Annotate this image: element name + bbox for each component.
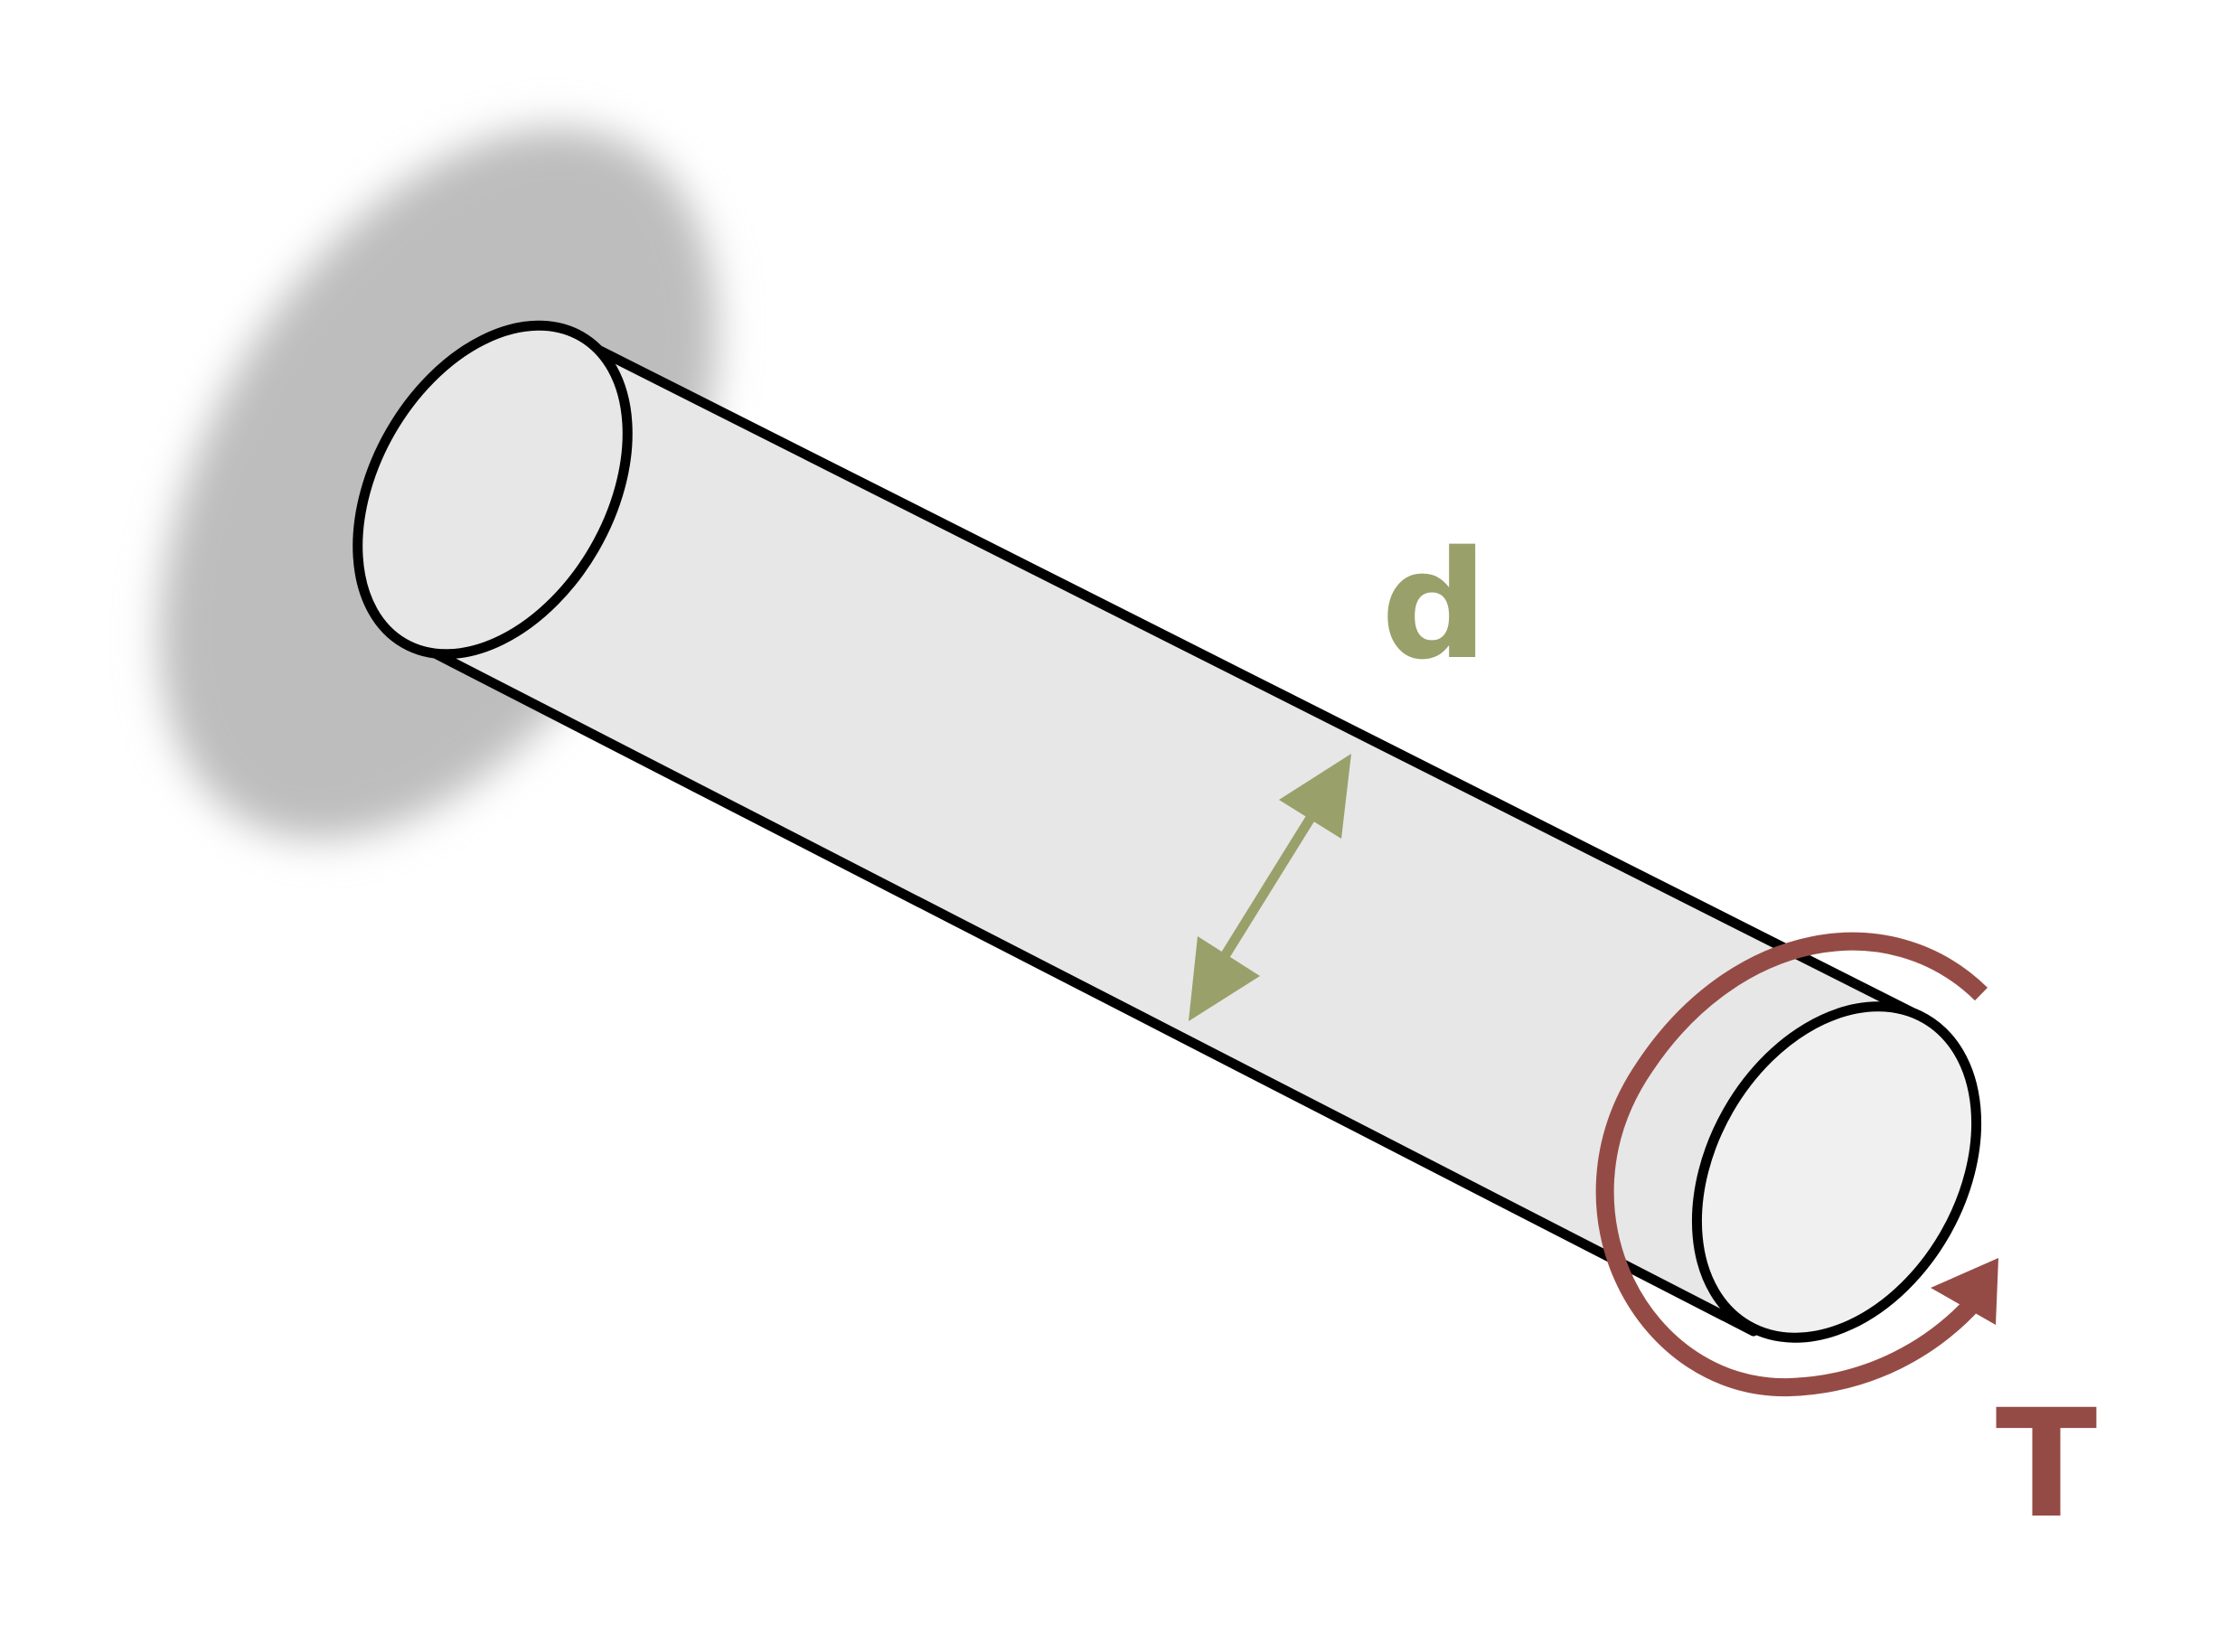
diameter-arrowhead-bottom — [1189, 936, 1260, 1021]
torque-arrow-arc — [1595, 932, 1988, 1397]
shaft-fixed-end — [353, 320, 633, 660]
shaft-bottom-edge — [412, 639, 1759, 1337]
torque-label: T — [1996, 1377, 2098, 1551]
shaft-free-end-face — [1691, 1001, 1982, 1343]
shaft-body — [418, 335, 1912, 1331]
shaft-top-edge — [564, 330, 1917, 1018]
diameter-arrow-shaft — [1220, 815, 1315, 959]
torque-arrowhead — [1931, 1258, 1998, 1325]
diameter-arrowhead-top — [1279, 754, 1351, 839]
diameter-label: d — [1381, 519, 1488, 692]
diameter-arrow — [1189, 754, 1351, 1021]
torque-arrow — [1595, 932, 1998, 1397]
